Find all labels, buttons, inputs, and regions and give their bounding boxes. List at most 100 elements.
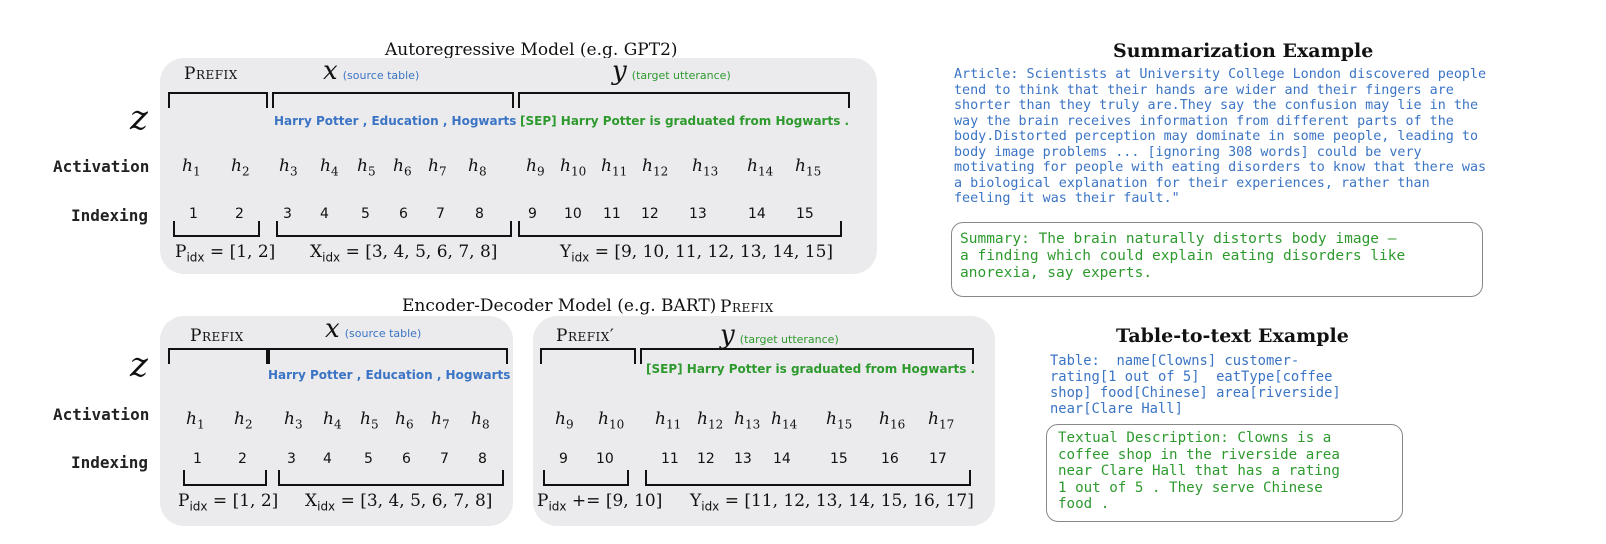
ar-activation-h-14: h14 [747, 156, 774, 179]
description-text: Textual Description: Clowns is a coffee … [1058, 430, 1340, 512]
ar-x-sub: (source table) [342, 69, 420, 82]
ed-p2-sub: idx [548, 499, 567, 514]
ed-decoder-panel [533, 316, 995, 526]
description-box [1046, 424, 1403, 522]
ed-prefix-bottom-bracket [183, 470, 267, 486]
ar-prefix-top-bracket [168, 92, 268, 108]
ar-x-letter: X [310, 242, 323, 262]
ar-index-11: 11 [603, 206, 621, 222]
ar-y-value: = [9, 10, 11, 12, 13, 14, 15] [594, 242, 834, 262]
ed-p2-letter: P [537, 491, 549, 511]
ar-indexing-label: Indexing [71, 206, 149, 225]
ar-index-14: 14 [748, 206, 766, 222]
ed-p-value: = [1, 2] [212, 491, 279, 511]
ed-activation-h-7: h7 [431, 409, 450, 432]
ed-activation-h-15: h15 [826, 409, 853, 432]
ar-prefix-bottom-bracket [173, 221, 260, 237]
ed-y-sub: (target utterance) [739, 333, 839, 346]
ar-x-heading: x (source table) [323, 56, 419, 86]
ed-index-17: 17 [929, 451, 947, 467]
ed-source-tokens: Harry Potter , Education , Hogwarts [268, 368, 511, 382]
ed-index-1: 1 [193, 451, 202, 467]
ar-index-6: 6 [399, 206, 408, 222]
ed-p-letter: P [178, 491, 190, 511]
ar-index-3: 3 [283, 206, 292, 222]
table-to-text-table: Table: name[Clowns] customer- rating[1 o… [1050, 353, 1341, 417]
ed-index-13: 13 [734, 451, 752, 467]
ar-p-value: = [1, 2] [209, 242, 276, 262]
ar-x-idx-sub: idx [322, 250, 341, 265]
ed-index-11: 11 [661, 451, 679, 467]
ar-activation-h-2: h2 [231, 156, 250, 179]
ar-activation-h-9: h9 [526, 156, 545, 179]
ed-x-sub: (source table) [344, 327, 422, 340]
ed-y-idx: Yidx = [11, 12, 13, 14, 15, 16, 17] [690, 491, 974, 513]
ar-x-value: = [3, 4, 5, 6, 7, 8] [345, 242, 498, 262]
ar-activation-h-13: h13 [692, 156, 719, 179]
ed-activation-label: Activation [53, 405, 150, 424]
ed-encoder-panel [160, 316, 513, 526]
ar-index-4: 4 [320, 206, 329, 222]
ar-y-bottom-bracket [518, 221, 842, 237]
ed-prefix-label: Prefix [190, 326, 244, 346]
ed-y-idx-sub: idx [701, 499, 720, 514]
ed-activation-h-17: h17 [928, 409, 955, 432]
ed-p-idx: Pidx = [1, 2] [178, 491, 278, 513]
ed-y-var: y [720, 320, 735, 350]
ar-index-10: 10 [564, 206, 582, 222]
ed-prefix2-label: Prefix′ [556, 326, 615, 346]
ar-index-12: 12 [641, 206, 659, 222]
ar-x-top-bracket [272, 92, 514, 108]
ed-index-9: 9 [559, 451, 568, 467]
ar-activation-h-12: h12 [642, 156, 669, 179]
ed-activation-h-8: h8 [471, 409, 490, 432]
ed-activation-h-9: h9 [555, 409, 574, 432]
ed-index-3: 3 [287, 451, 296, 467]
ed-activation-h-13: h13 [734, 409, 761, 432]
ar-title: Autoregressive Model (e.g. GPT2) [385, 40, 678, 60]
ed-x-idx: Xidx = [3, 4, 5, 6, 7, 8] [305, 491, 492, 513]
ed-index-2: 2 [238, 451, 247, 467]
ed-x-var: x [325, 314, 340, 344]
ar-index-8: 8 [475, 206, 484, 222]
ar-index-13: 13 [689, 206, 707, 222]
ar-y-var: y [612, 56, 627, 86]
ed-index-16: 16 [881, 451, 899, 467]
ed-activation-h-6: h6 [395, 409, 414, 432]
ar-activation-h-6: h6 [393, 156, 412, 179]
ar-p-letter: P [175, 242, 187, 262]
table-to-text-title: Table-to-text Example [1116, 325, 1349, 347]
ar-y-sub: (target utterance) [631, 69, 731, 82]
ed-index-5: 5 [364, 451, 373, 467]
ar-index-5: 5 [361, 206, 370, 222]
ed-activation-h-12: h12 [697, 409, 724, 432]
ed-index-12: 12 [697, 451, 715, 467]
ar-p-idx: Pidx = [1, 2] [175, 242, 275, 264]
summarization-article: Article: Scientists at University Colleg… [954, 67, 1487, 206]
ed-y-bottom-bracket [645, 470, 971, 486]
ed-x-top-bracket [268, 348, 508, 364]
ar-y-top-bracket [518, 92, 850, 108]
ar-p-sub: idx [186, 250, 205, 265]
ed-index-4: 4 [323, 451, 332, 467]
ed-p-sub: idx [189, 499, 208, 514]
summary-text: Summary: The brain naturally distorts bo… [960, 231, 1406, 281]
ar-activation-h-5: h5 [357, 156, 376, 179]
summarization-title: Summarization Example [1113, 40, 1374, 62]
ar-activation-label: Activation [53, 157, 150, 176]
ed-activation-h-11: h11 [655, 409, 682, 432]
ar-activation-h-10: h10 [560, 156, 587, 179]
ar-source-tokens: Harry Potter , Education , Hogwarts [274, 114, 517, 128]
ar-y-idx: Yidx = [9, 10, 11, 12, 13, 14, 15] [560, 242, 833, 264]
ed-activation-h-3: h3 [284, 409, 303, 432]
ed-index-7: 7 [440, 451, 449, 467]
ed-index-10: 10 [596, 451, 614, 467]
ar-activation-h-4: h4 [320, 156, 339, 179]
ar-target-tokens: [SEP] Harry Potter is graduated from Hog… [520, 114, 850, 128]
ed-y-top-bracket [640, 348, 974, 364]
ar-x-bottom-bracket [276, 221, 512, 237]
ed-p2-value: += [9, 10] [571, 491, 663, 511]
ar-x-idx: Xidx = [3, 4, 5, 6, 7, 8] [310, 242, 497, 264]
ed-prefix2-top-bracket [540, 348, 636, 364]
